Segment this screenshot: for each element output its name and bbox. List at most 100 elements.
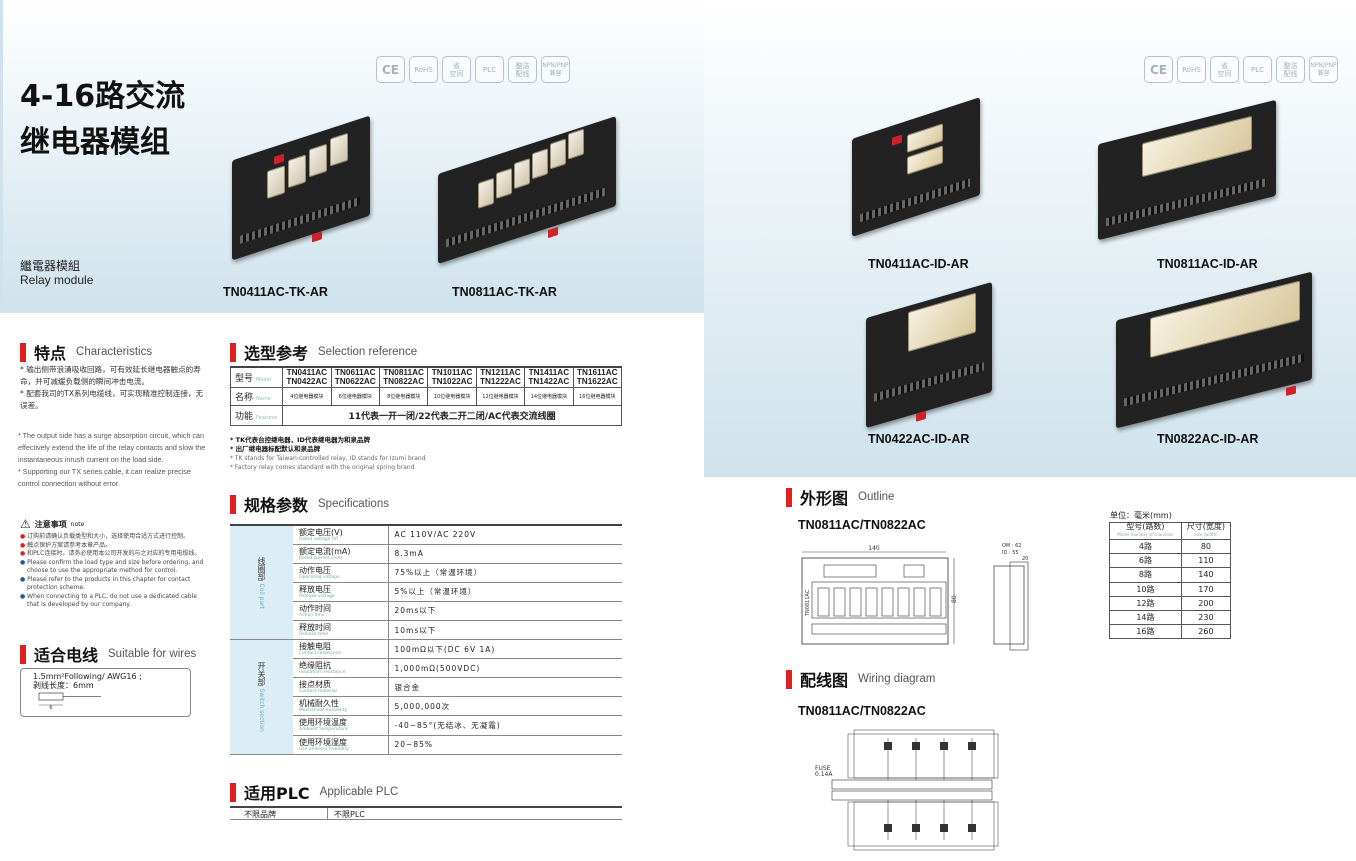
save-space-icon: 省 空间	[442, 56, 471, 83]
note-item: ● 订购前请确认负载类型和大小，选择使用合适方式进行控制。	[20, 533, 190, 540]
dim-cell: 12路	[1109, 595, 1182, 611]
plc-icon: PLC	[1243, 56, 1272, 83]
wiring-header: 配线图 Wiring diagram	[786, 667, 935, 691]
wires-strip-length: 剥线长度：6mm	[33, 681, 94, 690]
dim-cell: 200	[1180, 595, 1232, 611]
wires-header: 适合电线 Suitable for wires	[20, 642, 196, 666]
svg-text:OM : 62: OM : 62	[1002, 543, 1021, 549]
plc-icon: PLC	[475, 56, 504, 83]
name-cell: 12位继电器模块	[475, 386, 526, 406]
plc-table: 不限品牌 不限PLC	[230, 806, 622, 820]
wiring-title: 配线图	[800, 671, 849, 690]
spec-value: -40~85°(无结冰、无凝霜)	[388, 715, 622, 736]
svg-text:FUSE: FUSE	[815, 765, 831, 772]
note-block: ⚠ 注意事项 note ● 订购前请确认负载类型和大小，选择使用合适方式进行控制…	[20, 518, 210, 610]
characteristics-header: 特点 Characteristics	[20, 340, 152, 364]
page-title: 4-16路交流 继电器模组	[20, 74, 185, 166]
dim-cell: 14路	[1109, 609, 1182, 626]
characteristics-title-en: Characteristics	[76, 346, 153, 358]
note-title: 注意事项	[34, 519, 67, 529]
rohs-icon: RoHS	[1177, 56, 1206, 83]
model-label-tn0411ac-id: TN0411AC-ID-AR	[868, 257, 969, 271]
note-item: ● Please confirm the load type and size …	[20, 558, 204, 575]
selection-notes: * TK代表台控继电器，ID代表继电器为和泉品牌 * 出厂继电器标配默认和泉品牌…	[230, 436, 426, 472]
specs-title: 规格参数	[244, 496, 309, 515]
dim-cell: 10路	[1109, 581, 1182, 597]
rohs-icon: RoHS	[409, 56, 438, 83]
specs-title-en: Specifications	[318, 498, 389, 510]
section-marker-icon	[786, 487, 792, 507]
dim-cell: 110	[1180, 553, 1232, 569]
dimension-unit: 单位：毫米(mm)	[1110, 511, 1172, 520]
model-label-tn0411ac-tk: TN0411AC-TK-AR	[223, 285, 328, 299]
selection-header: 选型参考 Selection reference	[230, 340, 417, 364]
npn-pnp-icon: NPN/PNP 兼容	[541, 56, 570, 83]
wire-diagram-icon: 6	[38, 692, 101, 710]
svg-text:0.14A: 0.14A	[815, 771, 833, 778]
cert-icons-left: CE RoHS 省 空间 PLC 整洁 配线 NPN/PNP 兼容	[376, 56, 570, 83]
svg-text:20: 20	[1022, 556, 1028, 562]
note-title-en: note	[70, 520, 85, 528]
subtitle-cn: 繼電器模組	[20, 259, 81, 273]
plc-title-en: Applicable PLC	[319, 786, 399, 798]
subtitle-en: Relay module	[20, 273, 94, 287]
spec-value: 8.3mA	[388, 544, 622, 564]
dim-col-size: 尺寸(宽度)Size (width)	[1180, 522, 1232, 540]
svg-text:ID : 55: ID : 55	[1002, 550, 1019, 556]
svg-text:TN0811AC: TN0811AC	[805, 589, 811, 617]
spec-key: 额定电压(V)Rated voltage (V)	[293, 525, 389, 545]
name-cell: 4位继电器模块	[282, 386, 332, 406]
outline-model: TN0811AC/TN0822AC	[798, 518, 926, 532]
selection-title: 选型参考	[244, 344, 309, 363]
subtitle: 繼電器模組 Relay module	[20, 259, 93, 287]
name-cell: 16位继电器模块	[572, 386, 623, 406]
specs-table: 线圈部 Coil part 额定电压(V)Rated voltage (V) A…	[230, 524, 622, 755]
spec-value: 1,000mΩ(500VDC)	[388, 658, 622, 679]
dim-col-model: 型号(路数)Model (number of channels)	[1109, 522, 1182, 540]
note-item: ● 和PLC连接时，请务必使用本公司开发的与之对应的专用电缆线。	[20, 550, 201, 557]
spec-value: AC 110V/AC 220V	[388, 525, 622, 545]
selection-note: * Factory relay comes standard with the …	[230, 464, 415, 471]
name-cell: 8位继电器模块	[378, 386, 429, 406]
dim-cell: 6路	[1109, 553, 1182, 569]
wiring-model: TN0811AC/TN0822AC	[798, 704, 926, 718]
characteristics-en: * The output side has a surge absorption…	[18, 431, 206, 488]
wires-spec: 1.5mm²Following/ AWG16 ;	[33, 672, 142, 681]
selection-note: * TK stands for Taiwan-controlled relay,…	[230, 455, 426, 462]
spec-value: 银合金	[388, 677, 622, 698]
model-label-tn0811ac-id: TN0811AC-ID-AR	[1157, 257, 1258, 271]
warning-icon: ⚠	[20, 517, 31, 531]
ce-icon: CE	[376, 56, 405, 83]
dim-cell: 170	[1180, 581, 1232, 597]
cert-icons-right: CE RoHS 省 空间 PLC 整洁 配线 NPN/PNP 兼容	[1144, 56, 1338, 83]
section-marker-icon	[786, 669, 792, 689]
features-cell: 11代表一开一闭/22代表二开二闭/AC代表交流线圈	[282, 404, 622, 426]
wires-box: 1.5mm²Following/ AWG16 ; 剥线长度：6mm 6	[20, 668, 191, 717]
outline-header: 外形图 Outline	[786, 485, 894, 509]
section-marker-icon	[230, 342, 236, 362]
svg-text:140: 140	[868, 545, 880, 552]
dim-cell: 260	[1180, 624, 1232, 640]
dim-cell: 8路	[1109, 567, 1182, 583]
plc-header: 适用PLC Applicable PLC	[230, 780, 398, 804]
spec-key: 额定电流(mA)Rated current (mA)	[293, 544, 389, 564]
tidy-wiring-icon: 整洁 配线	[1276, 56, 1305, 83]
plc-key: 不限品牌	[230, 808, 328, 819]
characteristics-cn: * 输出侧带浪涌吸收回路，可有效延长继电器触点的寿命，并可减缓负载侧的瞬间冲击电…	[20, 365, 204, 410]
outline-title-en: Outline	[858, 491, 895, 503]
